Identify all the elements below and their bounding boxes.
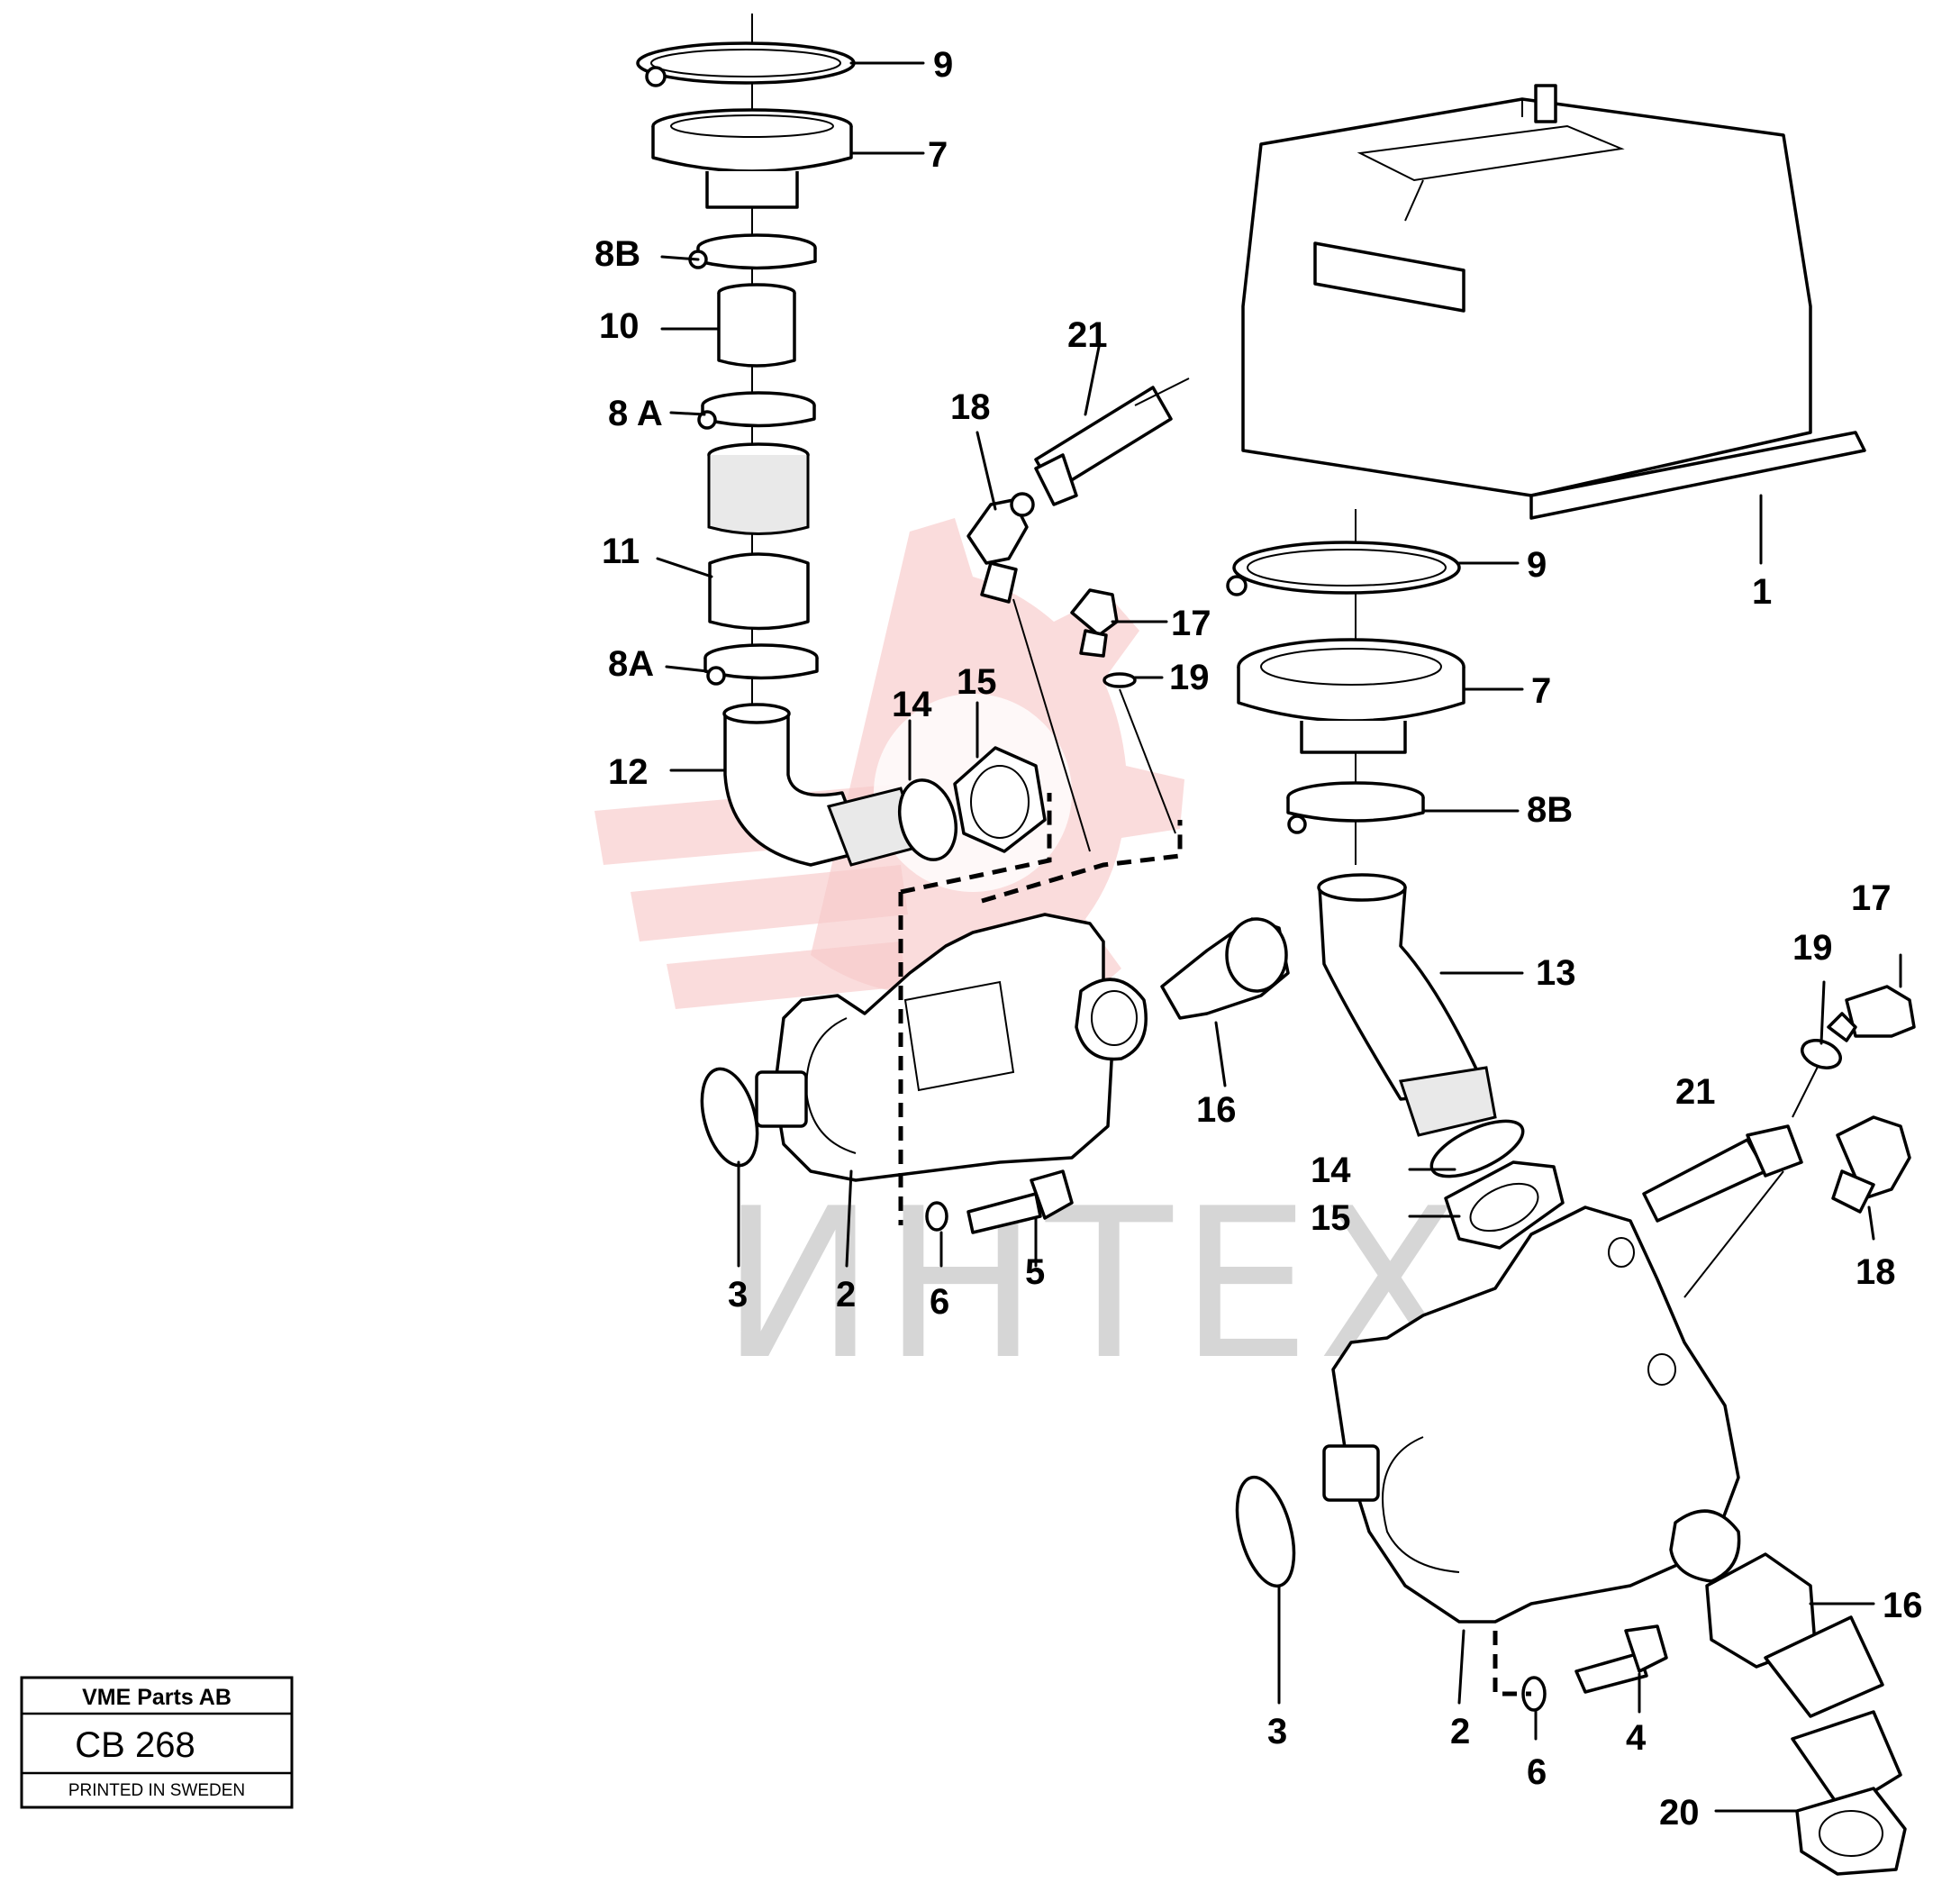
callout-6-left: 6 <box>930 1282 949 1322</box>
callout-2-right: 2 <box>1450 1712 1470 1751</box>
tube-10 <box>717 283 796 368</box>
callout-7-right: 7 <box>1531 671 1551 711</box>
callout-12: 12 <box>608 752 649 792</box>
elbow-fitting-17-left <box>1070 588 1119 658</box>
callout-5: 5 <box>1025 1252 1045 1292</box>
callout-2-left: 2 <box>836 1275 856 1314</box>
washer-19-right <box>1801 1039 1842 1069</box>
nut-15-left <box>953 746 1047 853</box>
hose-11 <box>707 442 810 631</box>
hose-clamp-9 <box>636 41 856 87</box>
callout-labels: 9 7 8B 10 8 A 11 8A 12 14 15 18 21 17 19… <box>594 45 1923 1833</box>
callout-21-left: 21 <box>1067 315 1108 355</box>
elbow-fitting-18-left <box>966 492 1035 604</box>
callout-14-left: 14 <box>892 685 932 724</box>
washer-19-left <box>1102 672 1137 688</box>
hose-clamp-8a-lower <box>703 643 819 686</box>
bolt-5 <box>966 1169 1074 1234</box>
bent-pipe-13 <box>1317 873 1497 1137</box>
hose-clamp-8a-upper <box>697 391 816 430</box>
title-block-code: CB 268 <box>75 1725 195 1765</box>
nut-15-right <box>1444 1160 1565 1250</box>
callout-13: 13 <box>1536 953 1576 993</box>
callout-10: 10 <box>599 306 640 346</box>
callout-15-right: 15 <box>1311 1198 1351 1238</box>
callout-3-left: 3 <box>728 1275 748 1314</box>
callout-17-left: 17 <box>1171 604 1211 643</box>
bolt-4 <box>1574 1624 1668 1694</box>
washer-6-right <box>1521 1676 1547 1712</box>
callout-9-right: 9 <box>1527 545 1547 585</box>
callout-15-left: 15 <box>957 662 997 702</box>
callout-16-left: 16 <box>1196 1090 1237 1130</box>
callout-8a-lower: 8A <box>608 644 654 684</box>
leader-lines <box>656 61 1902 1813</box>
o-ring-3-left <box>700 1067 759 1168</box>
callout-14-right: 14 <box>1311 1151 1351 1190</box>
adapter-16-right <box>1705 1552 1884 1718</box>
reservoir-tank-1 <box>1241 84 1866 520</box>
callout-3-right: 3 <box>1267 1712 1287 1751</box>
callout-18-right: 18 <box>1856 1252 1896 1292</box>
hose-clamp-9-right <box>1226 541 1461 596</box>
elbow-nut-20 <box>1791 1710 1907 1876</box>
callout-19-right: 19 <box>1792 928 1833 968</box>
callout-18-left: 18 <box>950 387 991 427</box>
callout-11: 11 <box>602 532 640 571</box>
o-ring-3-right <box>1235 1475 1296 1588</box>
washer-6-left <box>925 1201 948 1232</box>
hydraulic-pump-2-right <box>1322 1205 1741 1624</box>
callout-8a-upper: 8 A <box>608 394 663 433</box>
callout-8b-left: 8B <box>594 234 640 274</box>
callout-21-right: 21 <box>1675 1072 1716 1112</box>
callout-19-left: 19 <box>1169 658 1210 697</box>
callout-7-left: 7 <box>928 135 948 175</box>
callout-20: 20 <box>1659 1793 1700 1833</box>
air-cap-7 <box>651 108 853 209</box>
o-ring-14-left <box>898 778 957 861</box>
callout-9-left: 9 <box>933 45 953 85</box>
hose-clamp-8b-right <box>1286 781 1425 834</box>
callout-4: 4 <box>1626 1718 1647 1758</box>
elbow-pipe-12 <box>722 703 921 867</box>
air-cap-7-right <box>1237 638 1465 754</box>
elbow-fitting-18-right <box>1831 1115 1911 1214</box>
callout-16-right: 16 <box>1883 1586 1923 1625</box>
hose-21-right <box>1642 1124 1803 1223</box>
callout-17-right: 17 <box>1851 878 1892 918</box>
callout-8b-right: 8B <box>1527 790 1573 830</box>
hose-clamp-8b <box>688 233 817 270</box>
callout-6-right: 6 <box>1527 1752 1547 1792</box>
title-block-footer: PRINTED IN SWEDEN <box>68 1781 245 1800</box>
hydraulic-pump-2-left <box>755 913 1148 1182</box>
title-block: VME Parts AB CB 268 PRINTED IN SWEDEN <box>20 1676 294 1809</box>
hose-21-left <box>1034 386 1173 506</box>
callout-1: 1 <box>1752 572 1772 612</box>
adapter-16-left <box>1160 917 1290 1020</box>
title-block-company: VME Parts AB <box>82 1685 231 1710</box>
elbow-fitting-17-right <box>1827 985 1916 1042</box>
